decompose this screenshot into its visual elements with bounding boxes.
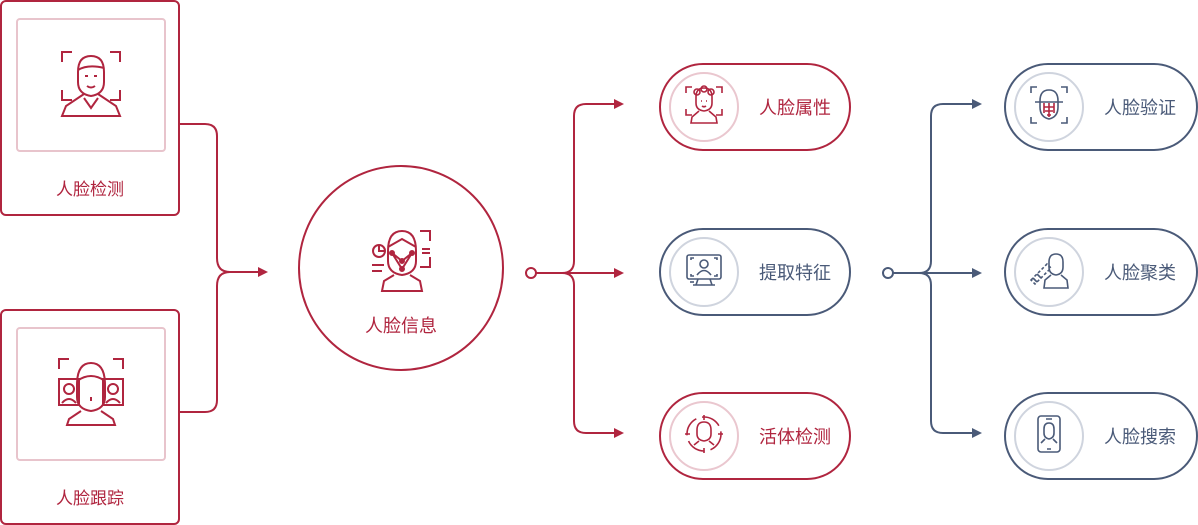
face-search-pill[interactable]: 人脸搜索 [1004,392,1198,480]
face-search-icon [1029,414,1069,458]
face-verification-label: 人脸验证 [1104,98,1176,119]
face-detection-icon-frame [16,18,166,152]
face-detection-label: 人脸检测 [56,180,124,200]
liveness-detection-icon-circle [669,401,739,471]
face-detection-icon [58,48,124,122]
face-tracking-label: 人脸跟踪 [56,489,124,509]
face-attribute-label: 人脸属性 [759,98,831,119]
face-verification-icon-circle [1014,72,1084,142]
feature-extraction-label: 提取特征 [759,263,831,284]
face-tracking-card[interactable]: 人脸跟踪 [0,309,180,525]
face-clustering-icon [1029,250,1069,294]
connector-tracking-hub [180,271,231,413]
face-info-hub[interactable]: 人脸信息 [298,165,504,371]
connector-to-attribute [561,99,624,274]
feature-extraction-icon-circle [669,237,739,307]
feature-extraction-icon [684,250,724,294]
connector-to-search [918,272,982,438]
connector-to-verification [918,99,982,274]
face-clustering-label: 人脸聚类 [1104,263,1176,284]
face-info-label: 人脸信息 [365,316,437,337]
connector-node-blue [882,267,894,279]
face-clustering-icon-circle [1014,237,1084,307]
liveness-detection-icon [684,414,724,458]
connector-to-liveness [561,272,624,438]
face-attribute-pill[interactable]: 人脸属性 [659,63,851,151]
face-attribute-icon [684,85,724,129]
face-attribute-icon-circle [669,72,739,142]
face-search-icon-circle [1014,401,1084,471]
face-tracking-icon [57,357,125,431]
liveness-detection-label: 活体检测 [759,427,831,448]
face-verification-pill[interactable]: 人脸验证 [1004,63,1198,151]
face-tracking-icon-frame [16,327,166,461]
feature-extraction-pill[interactable]: 提取特征 [659,228,851,316]
connector-detection-hub [180,123,231,273]
liveness-detection-pill[interactable]: 活体检测 [659,392,851,480]
face-verification-icon [1029,85,1069,129]
face-clustering-pill[interactable]: 人脸聚类 [1004,228,1198,316]
face-search-label: 人脸搜索 [1104,427,1176,448]
connector-node-red [525,267,537,279]
face-detection-card[interactable]: 人脸检测 [0,0,180,216]
face-info-icon [370,227,434,297]
